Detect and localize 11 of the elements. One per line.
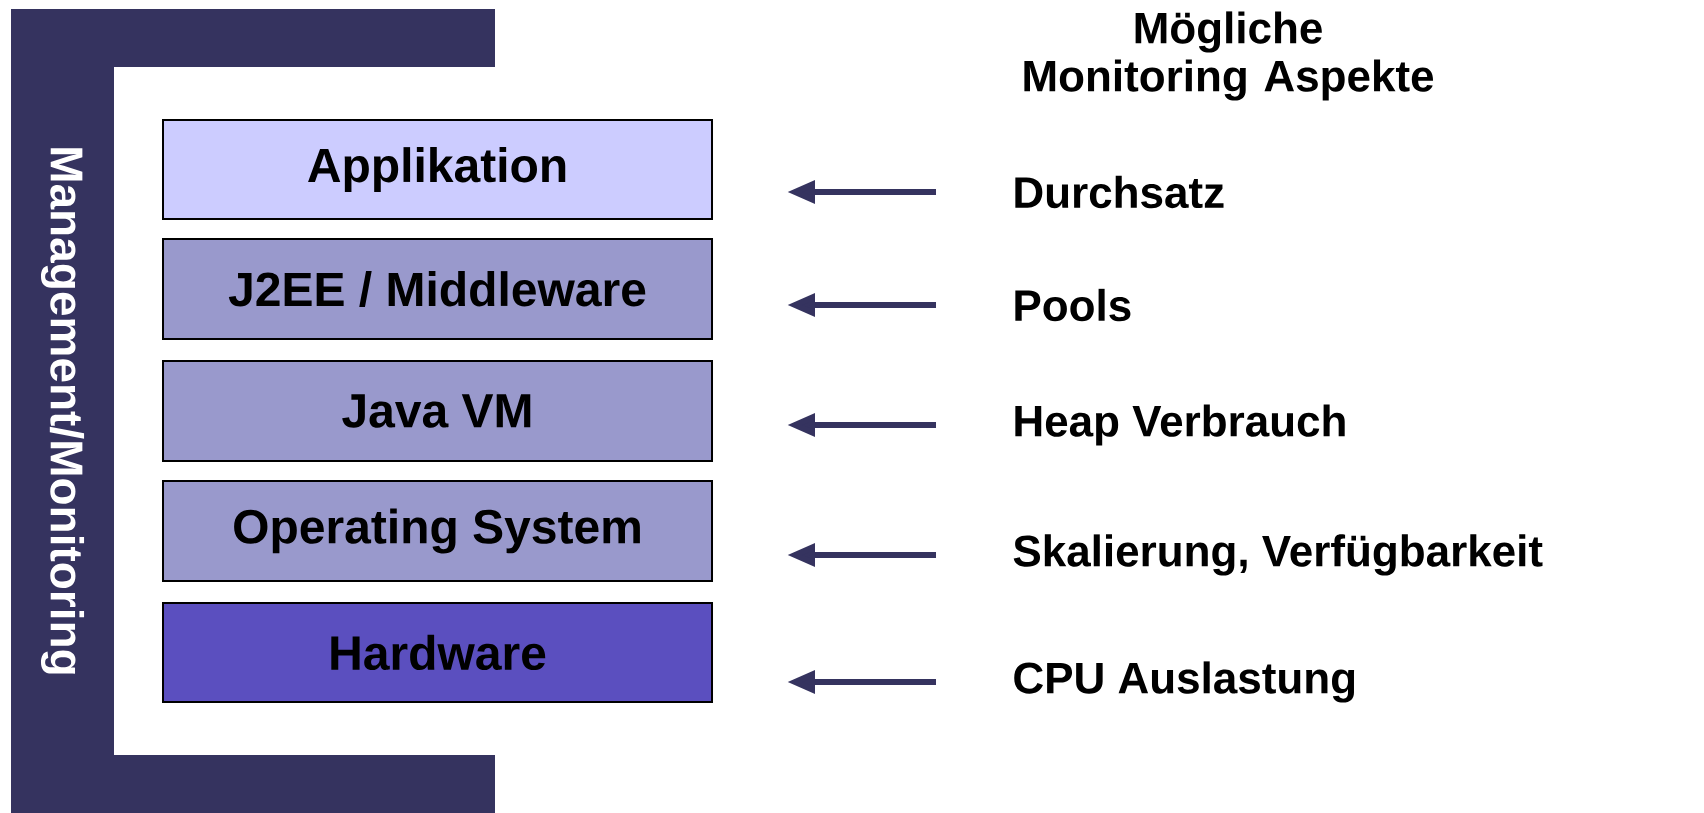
aspect-label: Heap Verbrauch — [1015, 404, 1345, 446]
aspect-label: Pools — [1015, 288, 1131, 322]
layer-box: Applikation — [162, 119, 713, 220]
layer-box: Java VM — [162, 360, 713, 462]
layer-box: Hardware — [162, 602, 713, 703]
heading: Mögliche Monitoring Aspekte — [1024, 11, 1434, 101]
layer-box: J2EE / Middleware — [162, 238, 713, 340]
layer-box: Operating System — [162, 480, 713, 582]
aspect-label: Skalierung, Verfügbarkeit — [1013, 534, 1543, 576]
aspect-label: Durchsatz — [1015, 175, 1224, 209]
aspect-label: CPU Auslastung — [1014, 661, 1355, 703]
